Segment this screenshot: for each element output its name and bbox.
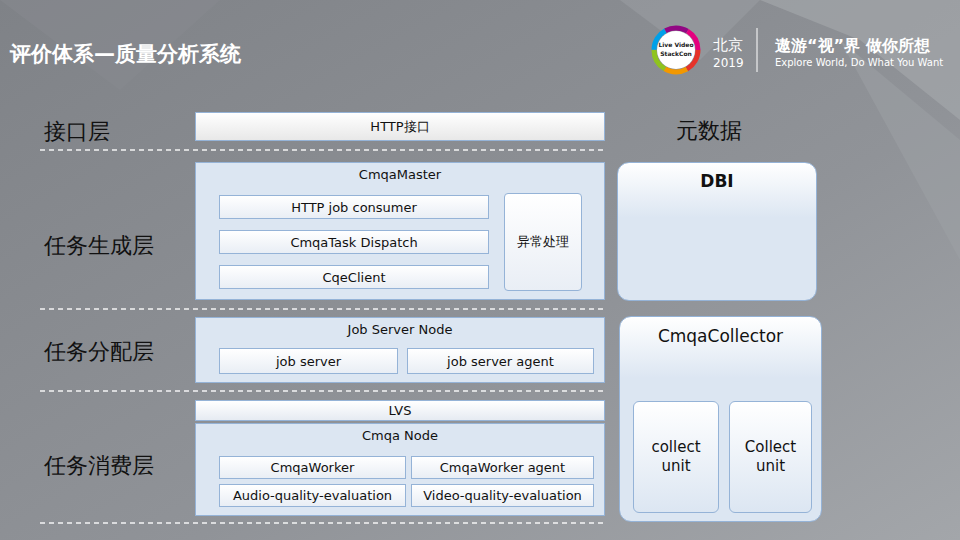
process-box: HTTP job consumer	[219, 195, 489, 219]
logo-ring	[654, 28, 698, 72]
layer-label: 任务分配层	[44, 337, 154, 367]
process-box: CmqaWorker agent	[411, 456, 594, 479]
box-text: Cmqa Node	[196, 428, 604, 443]
box-text: Audio-quality-evaluation	[233, 488, 392, 503]
box-text: CmqaWorker agent	[440, 460, 565, 475]
process-box: CmqaWorker	[219, 456, 406, 479]
cmqa-node: Cmqa NodeCmqaWorker CmqaWorker agentAudio…	[195, 423, 605, 516]
event-city: 北京	[713, 36, 743, 55]
box-text: Collect unit	[735, 438, 806, 477]
slide-title: 评价体系—质量分析系统	[10, 40, 241, 68]
process-box: job server	[219, 348, 398, 374]
box-text: CmqaCollector	[620, 326, 821, 346]
box-text: job server	[276, 354, 341, 369]
box-text: CqeClient	[323, 270, 386, 285]
slogan-en: Explore World, Do What You Want	[775, 57, 943, 68]
slogan: 遨游“视”界 做你所想	[775, 36, 930, 57]
dbi-box: DBI	[617, 162, 817, 301]
box-text: Video-quality-evaluation	[423, 488, 582, 503]
box-text: LVS	[389, 403, 412, 418]
process-box: Audio-quality-evaluation	[219, 484, 406, 507]
event-year: 2019	[713, 56, 744, 70]
box-text: CmqaWorker	[271, 460, 355, 475]
box-text: HTTP接口	[370, 118, 429, 136]
layer-label: 任务消费层	[44, 451, 154, 481]
box-text: 异常处理	[517, 233, 569, 251]
box-text: Job Server Node	[196, 322, 604, 337]
logo-text: Live Video	[658, 41, 693, 48]
master-box: CmqaMasterHTTP job consumerCmqaTask Disp…	[195, 162, 605, 300]
collector-box: CmqaCollector collect unit Collect unit	[619, 316, 822, 522]
box-text: DBI	[618, 171, 816, 191]
exception-box: 异常处理	[504, 193, 582, 291]
layer-label: 任务生成层	[44, 231, 154, 261]
box-text: job server agent	[447, 354, 554, 369]
process-box: Video-quality-evaluation	[411, 484, 594, 507]
process-box: job server agent	[407, 348, 594, 374]
collect-unit: Collect unit	[729, 401, 812, 513]
lvs-bar: LVS	[195, 400, 605, 421]
box-text: HTTP job consumer	[291, 200, 417, 215]
job-server-node: Job Server Node job server job server agen…	[195, 317, 605, 383]
box-text: CmqaMaster	[196, 167, 604, 182]
section-label: 元数据	[676, 116, 742, 146]
interface-bar: HTTP接口	[195, 112, 605, 141]
layer-label: 接口层	[44, 117, 110, 147]
collect-unit: collect unit	[633, 401, 719, 513]
logo-text: StackCon	[660, 50, 692, 57]
box-text: CmqaTask Dispatch	[290, 235, 417, 250]
process-box: CmqaTask Dispatch	[219, 230, 489, 254]
process-box: CqeClient	[219, 265, 489, 289]
box-text: collect unit	[639, 438, 713, 477]
